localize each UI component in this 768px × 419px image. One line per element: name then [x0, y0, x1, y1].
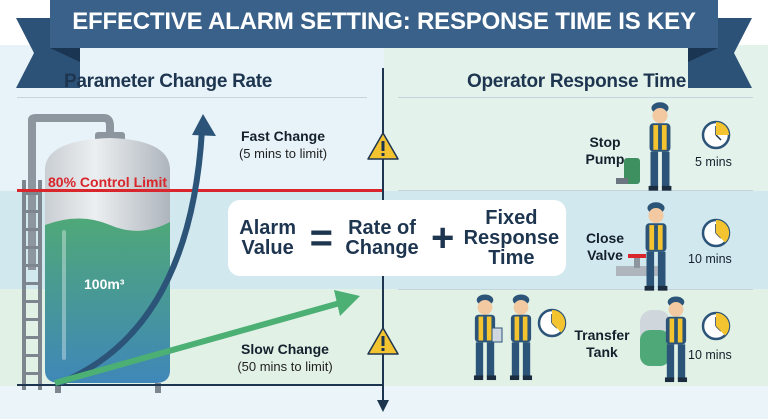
fast-change-arrow [58, 129, 205, 386]
slow-change-detail: (50 mins to limit) [237, 359, 333, 374]
left-divider [17, 97, 367, 98]
fast-change-detail: (5 mins to limit) [238, 146, 328, 161]
right-divider [398, 97, 753, 98]
rate-arrows [54, 114, 360, 386]
formula-alarm-value: Alarm Value [239, 217, 296, 259]
left-heading: Parameter Change Rate [64, 71, 273, 92]
pump-icon [616, 158, 640, 184]
operator-stop-pump [648, 102, 672, 191]
time-axis [17, 384, 383, 386]
row-divider [398, 190, 753, 191]
action-transfer-tank-time: 10 mins [688, 348, 732, 362]
equals-sign: = [309, 216, 333, 260]
tank-illustration [22, 114, 170, 393]
operator-supervisor [509, 294, 533, 381]
operator-illustrations [473, 102, 731, 383]
operator-transfer-tank [664, 296, 688, 383]
formula-rate-of-change: Rate of Change [345, 217, 419, 259]
control-limit-line [17, 189, 383, 192]
action-transfer-tank-label: Transfer Tank [574, 327, 630, 360]
action-close-valve-label: Close Valve [585, 230, 625, 263]
fast-arrow-head [192, 114, 216, 136]
warning-icon [367, 327, 399, 355]
clock-icon [537, 308, 567, 338]
clock-icon [701, 311, 731, 341]
action-stop-pump-time: 5 mins [695, 155, 732, 169]
page-title: EFFECTIVE ALARM SETTING: RESPONSE TIME I… [72, 8, 696, 35]
warning-icon [367, 132, 399, 160]
valve-icon [616, 254, 660, 276]
action-close-valve-time: 10 mins [688, 252, 732, 266]
slow-arrow-head [334, 290, 360, 316]
axis-arrow-down-icon [377, 400, 389, 412]
action-stop-pump-label: Stop Pump [585, 134, 625, 167]
small-tank-icon [640, 310, 670, 366]
row-divider [398, 289, 753, 290]
clock-icon [701, 218, 731, 248]
title-ribbon [16, 0, 752, 88]
slow-change-label: Slow Change [241, 341, 329, 357]
formula-fixed-response-time: Fixed Response Time [463, 207, 560, 269]
tank-volume-label: 100m³ [84, 276, 125, 292]
slow-change-arrow [54, 300, 341, 386]
operator-close-valve [644, 202, 668, 291]
clipboard-icon [491, 327, 503, 343]
alarm-formula-box: Alarm Value = Rate of Change + Fixed Res… [228, 200, 566, 276]
control-limit-label: 80% Control Limit [48, 174, 168, 190]
right-heading: Operator Response Time [467, 71, 687, 92]
fast-change-label: Fast Change [240, 128, 325, 144]
clock-icon [701, 120, 731, 150]
